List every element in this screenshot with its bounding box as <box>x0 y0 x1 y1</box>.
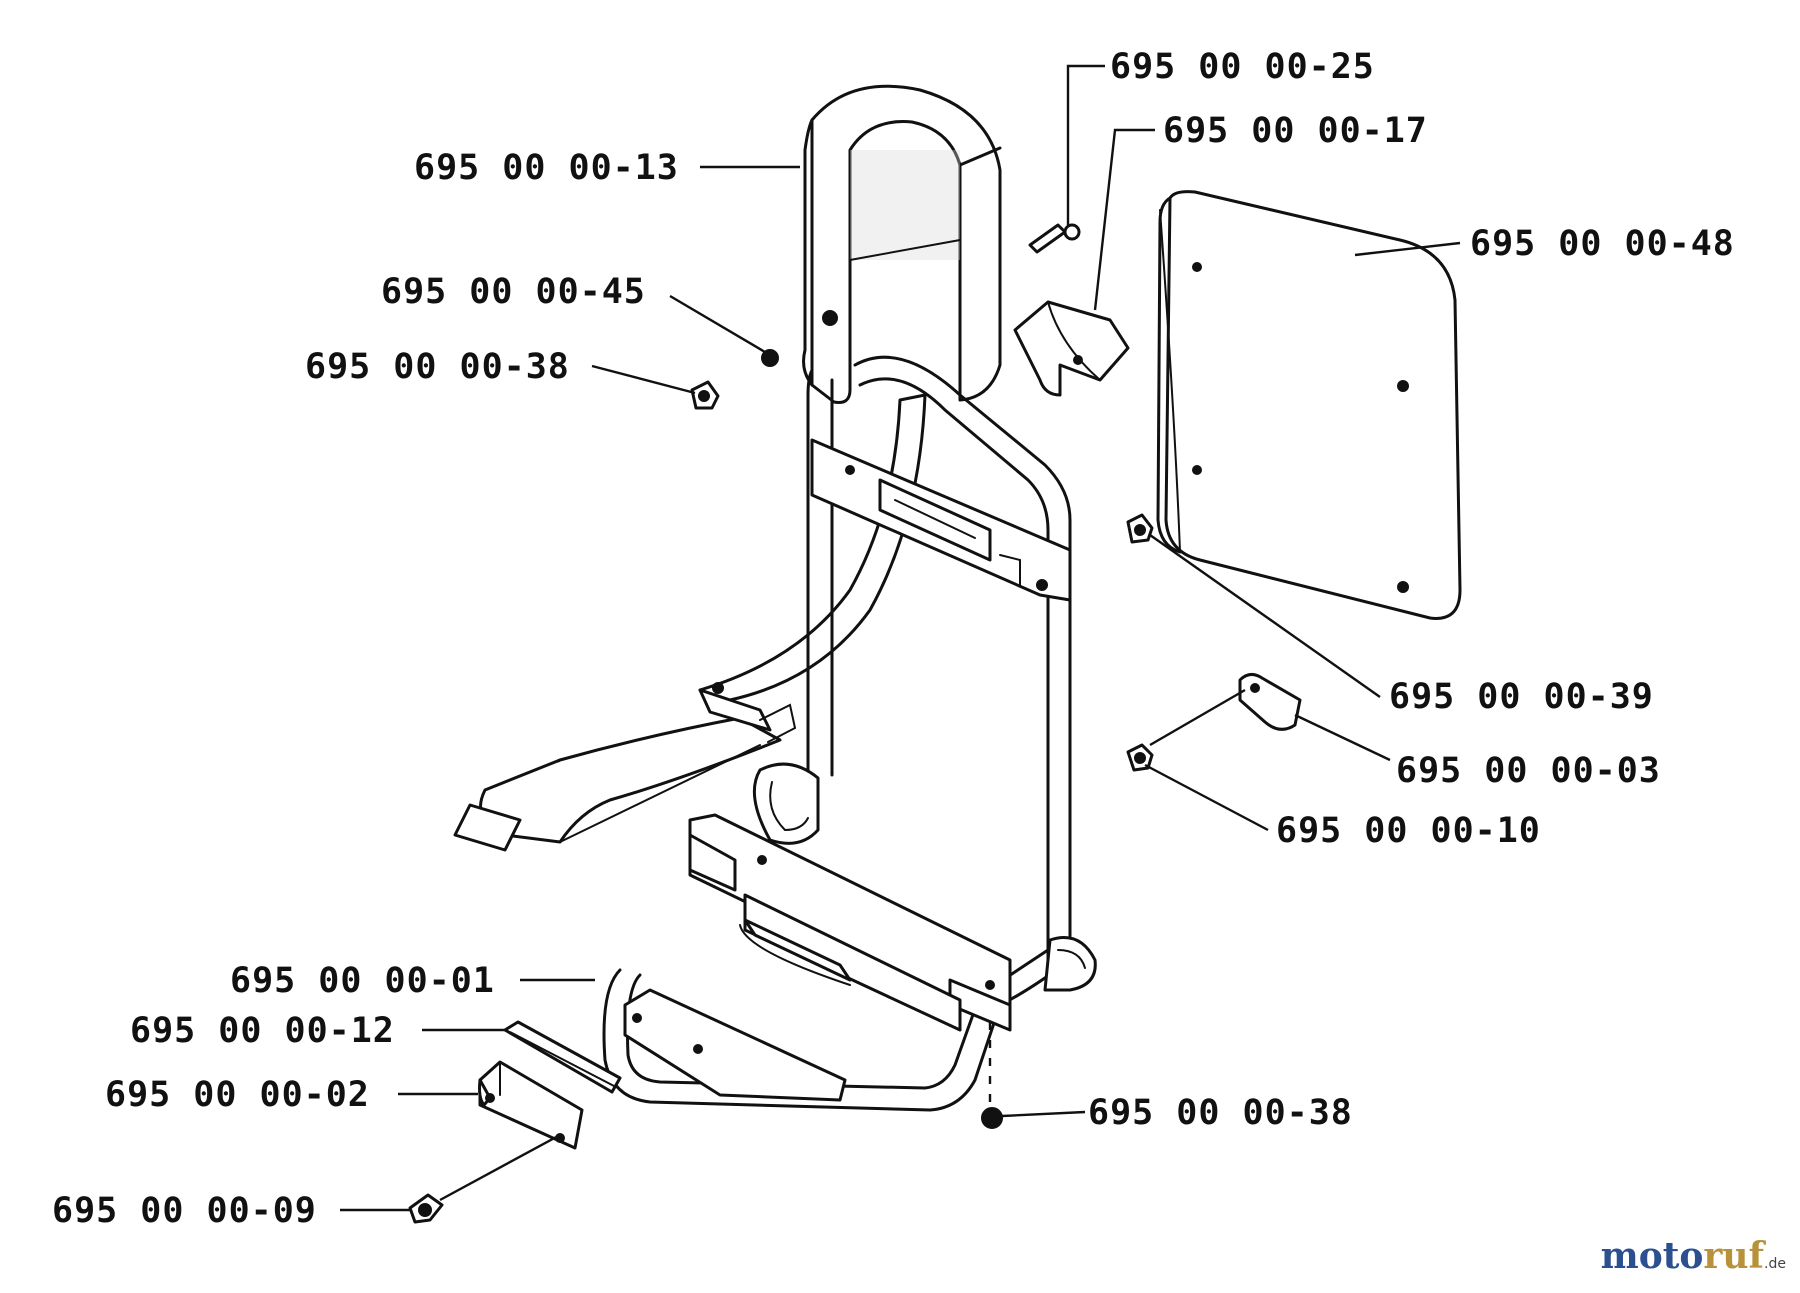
bolt-25 <box>1028 223 1081 254</box>
label-695-00-00-01: 695 00 00-01 <box>230 961 495 1001</box>
label-695-00-00-25: 695 00 00-25 <box>1110 47 1375 87</box>
watermark-part-2: ruf <box>1703 1235 1765 1277</box>
label-695-00-00-38-upper: 695 00 00-38 <box>305 347 570 387</box>
label-695-00-00-17: 695 00 00-17 <box>1163 111 1428 151</box>
nut-38-upper <box>690 380 720 410</box>
label-695-00-00-10: 695 00 00-10 <box>1276 811 1541 851</box>
label-695-00-00-39: 695 00 00-39 <box>1389 677 1654 717</box>
cross-brace <box>810 438 1072 602</box>
nut-38-lower <box>981 1107 1003 1129</box>
watermark-logo: motoruf.de <box>1601 1235 1786 1277</box>
label-695-00-00-38-lower: 695 00 00-38 <box>1088 1093 1353 1133</box>
leader-lines <box>340 64 1461 1212</box>
screw-09 <box>408 1193 444 1224</box>
nut-45 <box>761 349 779 367</box>
base-plate <box>623 813 1012 1102</box>
screw-10 <box>1126 743 1154 772</box>
nut-39 <box>1126 513 1154 544</box>
foot-02 <box>478 1060 584 1150</box>
label-695-00-00-12: 695 00 00-12 <box>130 1011 395 1051</box>
upper-loop-strap <box>802 84 1002 404</box>
part-labels: 695 00 00-25 695 00 00-17 695 00 00-13 6… <box>52 47 1735 1231</box>
label-695-00-00-13: 695 00 00-13 <box>414 148 679 188</box>
watermark-part-1: moto <box>1600 1235 1704 1277</box>
label-695-00-00-03: 695 00 00-03 <box>1396 751 1661 791</box>
back-pad <box>1156 190 1462 620</box>
label-695-00-00-45: 695 00 00-45 <box>381 272 646 312</box>
label-695-00-00-48: 695 00 00-48 <box>1470 224 1735 264</box>
label-695-00-00-09: 695 00 00-09 <box>52 1191 317 1231</box>
strip-12 <box>503 1020 622 1094</box>
label-695-00-00-02: 695 00 00-02 <box>105 1075 370 1115</box>
watermark-suffix: .de <box>1764 1256 1786 1272</box>
clip-03 <box>1238 673 1302 731</box>
shoulder-strap <box>453 393 927 852</box>
bracket-17 <box>1013 300 1130 397</box>
